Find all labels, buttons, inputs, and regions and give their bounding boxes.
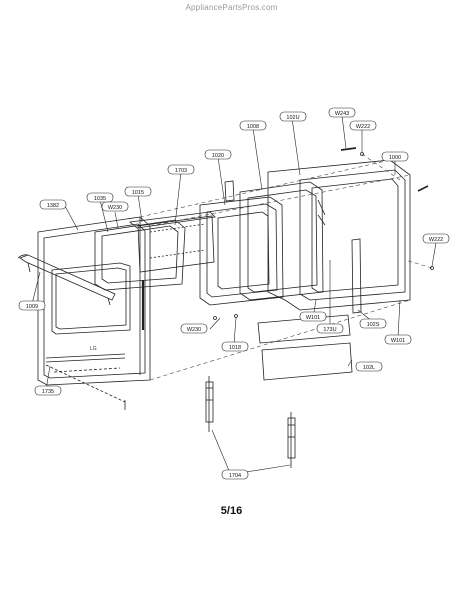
- alignment-lines: [139, 153, 433, 381]
- svg-text:1704: 1704: [229, 473, 241, 479]
- svg-text:1009: 1009: [26, 304, 38, 310]
- callout-102u: 102U: [279, 111, 307, 122]
- screws: [213, 147, 434, 320]
- svg-text:W243: W243: [335, 111, 349, 117]
- svg-text:1015: 1015: [132, 190, 144, 196]
- svg-text:W222: W222: [356, 124, 370, 130]
- svg-text:W101: W101: [391, 338, 405, 344]
- callout-102s: 102S: [359, 318, 387, 329]
- callout-1703: 1703: [167, 164, 195, 175]
- svg-text:1382: 1382: [47, 203, 59, 209]
- callout-1020: 1020: [204, 149, 232, 160]
- svg-text:1000: 1000: [389, 155, 401, 161]
- door-logo: LG: [90, 346, 97, 352]
- callout-1000: 1000: [381, 151, 409, 162]
- inner-door-panel: [267, 159, 411, 311]
- svg-text:W230: W230: [187, 327, 201, 333]
- svg-text:1018: 1018: [229, 345, 241, 351]
- callout-1018: 1018: [221, 341, 249, 352]
- svg-text:102L: 102L: [363, 365, 375, 371]
- callout-102l: 102L: [355, 361, 383, 372]
- page-number: 5/16: [220, 505, 243, 517]
- svg-text:102S: 102S: [367, 322, 380, 328]
- door-hinge-left: [205, 376, 214, 432]
- callout-w222-right: W222: [422, 233, 450, 244]
- callout-1015: 1015: [124, 186, 152, 197]
- svg-text:1020: 1020: [212, 153, 224, 159]
- svg-text:102U: 102U: [286, 115, 299, 121]
- leader-lines: [31, 115, 437, 474]
- svg-text:173U: 173U: [323, 327, 336, 333]
- svg-text:1735: 1735: [42, 389, 54, 395]
- callout-w101-right: W101: [384, 334, 412, 345]
- hinge-bracket-strip: [129, 211, 216, 273]
- callout-1704: 1704: [221, 469, 249, 480]
- callout-1009: 1009: [18, 300, 46, 311]
- svg-text:W101: W101: [306, 315, 320, 321]
- svg-text:1703: 1703: [175, 168, 187, 174]
- watermark: AppliancePartsPros.com: [185, 3, 278, 12]
- callout-1735: 1735: [34, 385, 62, 396]
- bottom-trim: [45, 353, 126, 410]
- svg-text:1035: 1035: [94, 196, 106, 202]
- door-handle: [17, 254, 116, 306]
- callout-w230-lower: W230: [180, 323, 208, 334]
- middle-glass-panel: [239, 181, 324, 301]
- callout-w230-upper: W230: [101, 201, 129, 212]
- callout-173u: 173U: [316, 323, 344, 334]
- svg-text:1008: 1008: [247, 124, 259, 130]
- callout-1382: 1382: [39, 199, 67, 210]
- svg-text:W230: W230: [108, 205, 122, 211]
- door-hinge-right: [287, 412, 296, 468]
- inner-glass-frame: [199, 196, 284, 306]
- callout-1008: 1008: [239, 120, 267, 131]
- callout-w222-top: W222: [349, 120, 377, 131]
- svg-text:W222: W222: [429, 237, 443, 243]
- callout-1035: 1035: [86, 192, 114, 203]
- callout-w101-left: W101: [299, 311, 327, 322]
- door-frame: [94, 219, 186, 291]
- callout-w243: W243: [328, 107, 356, 118]
- side-gasket-strips: [224, 180, 362, 314]
